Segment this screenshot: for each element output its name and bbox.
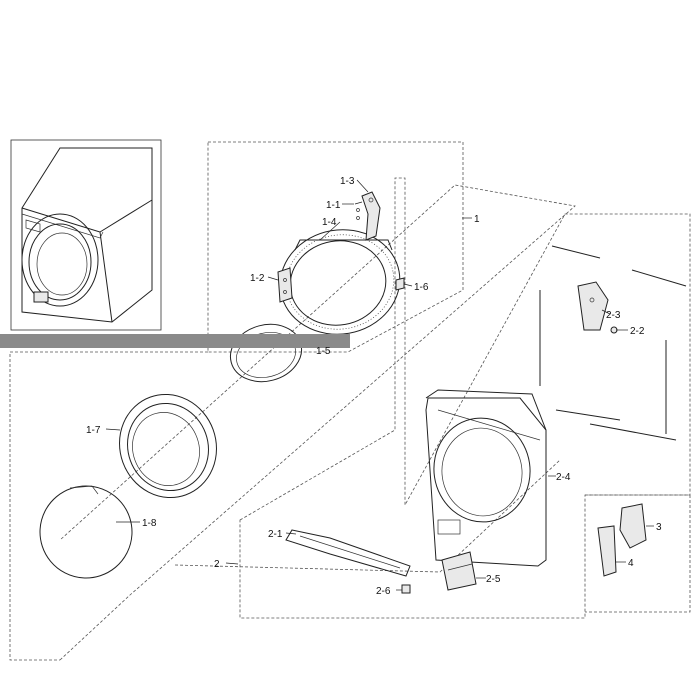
callout-2-5: 2-5 [486, 574, 501, 585]
callout-labels: 1-3 1-1 1-4 1 1-2 1-6 1-5 1-7 1-8 2-3 2-… [86, 176, 662, 597]
lock-2-3 [577, 281, 609, 331]
door-frame-1-4 [279, 229, 401, 335]
callout-1-5: 1-5 [316, 346, 331, 357]
drawer-case-2-5 [441, 551, 477, 591]
sensor-4 [597, 525, 617, 577]
callout-2: 2 [214, 559, 220, 570]
callout-1: 1 [474, 214, 480, 225]
seal-strips [539, 245, 687, 441]
callout-3: 3 [656, 522, 662, 533]
gasket-1-5 [229, 323, 303, 383]
callout-1-8: 1-8 [142, 518, 157, 529]
screw-1-6 [395, 277, 405, 291]
callout-2-2: 2-2 [630, 326, 645, 337]
front-panel-2-4 [425, 389, 547, 567]
assembly-frames [9, 141, 691, 661]
callout-1-6: 1-6 [414, 282, 429, 293]
frame-group-1-ring [59, 184, 576, 661]
callout-2-3: 2-3 [606, 310, 621, 321]
door-ring-1-7 [119, 393, 217, 499]
gray-banner-overlay [0, 334, 350, 348]
bolts-1-1 [354, 201, 363, 220]
hinge-1-3 [361, 191, 381, 241]
washer-overview-inset [10, 139, 162, 331]
callout-2-1: 2-1 [268, 529, 283, 540]
frame-group-3-4 [585, 494, 691, 613]
clip-2-6 [401, 584, 411, 594]
handle-2-1 [285, 529, 411, 577]
callout-1-3: 1-3 [340, 176, 355, 187]
frame-group-2 [239, 177, 691, 619]
callout-2-4: 2-4 [556, 472, 571, 483]
glass-1-8 [39, 485, 133, 579]
callout-2-6: 2-6 [376, 586, 391, 597]
leader-lines [105, 179, 654, 591]
callout-1-2: 1-2 [250, 273, 265, 284]
frame-group-1 [207, 141, 464, 353]
callout-1-7: 1-7 [86, 425, 101, 436]
callout-4: 4 [628, 558, 634, 569]
bracket-3 [619, 503, 647, 549]
latch-1-2 [277, 267, 293, 303]
callout-1-1: 1-1 [326, 200, 341, 211]
callout-1-4: 1-4 [322, 217, 337, 228]
